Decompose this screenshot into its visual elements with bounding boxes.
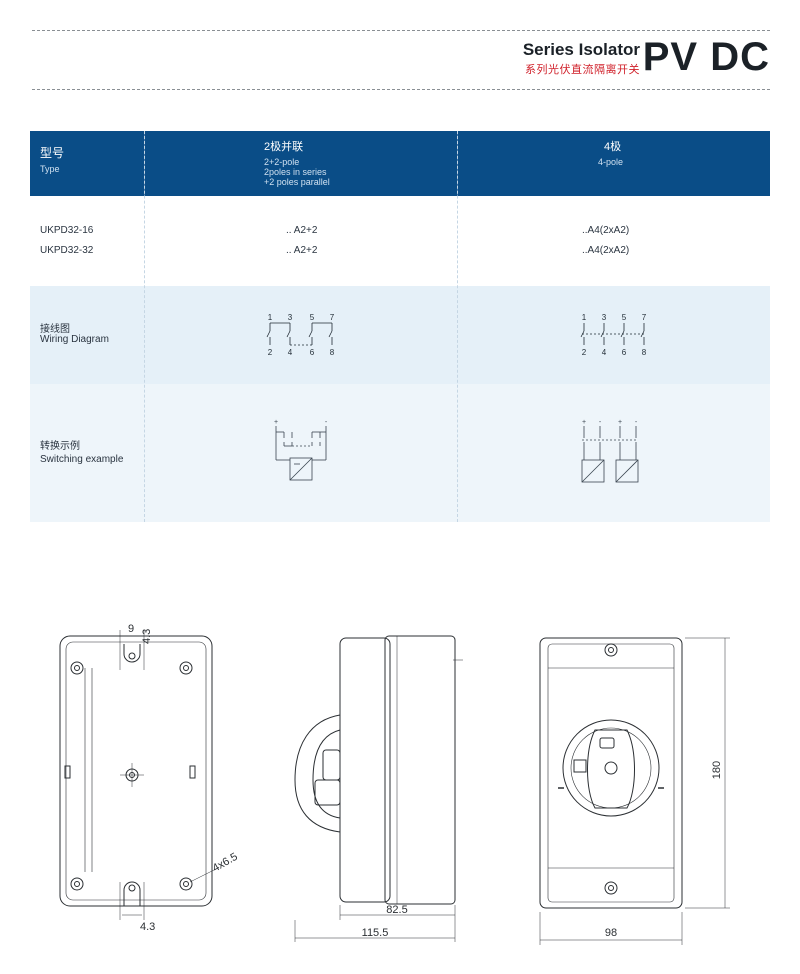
- wiring-2-top-1: 1: [582, 313, 587, 322]
- col2-value-1: ..A4(2xA2): [582, 225, 630, 236]
- wiring-1-bottom-4: 8: [330, 348, 335, 357]
- switching-label-en: Switching example: [40, 454, 124, 465]
- col1-value-2: .. A2+2: [286, 245, 318, 256]
- wiring-2-bottom-3: 6: [622, 348, 627, 357]
- col1-line-2: 2poles in series: [264, 167, 327, 177]
- back-dim-4-3-top: 4.3: [141, 629, 153, 644]
- header-subtitle-en: Series Isolator: [522, 40, 640, 59]
- header-subtitle-cn: 系列光伏直流隔离开关: [525, 64, 640, 76]
- col2-line-1: 4-pole: [598, 157, 624, 167]
- col-divider-1: [144, 131, 145, 522]
- wiring-diagram-2plus2: 1 3 5 7 2 4 6 8: [266, 313, 335, 357]
- col2-title: 4极: [604, 141, 622, 153]
- front-view-drawing: 180 98: [539, 637, 730, 945]
- wiring-1-top-4: 7: [330, 313, 335, 322]
- table-header: [30, 131, 770, 196]
- wiring-1-top-1: 1: [268, 313, 273, 322]
- back-dim-4-3-bottom: 4.3: [140, 921, 155, 933]
- front-dim-180: 180: [711, 761, 723, 779]
- side-view-drawing: 82.5 115.5: [294, 635, 463, 942]
- type-label-en: Type: [40, 164, 60, 174]
- col1-title: 2极并联: [264, 141, 304, 153]
- col1-value-1: .. A2+2: [286, 225, 318, 236]
- model-1: UKPD32-16: [40, 225, 94, 236]
- spec-table: 型号 Type 2极并联 2+2-pole 2poles in series +…: [30, 131, 770, 522]
- wiring-1-top-2: 3: [288, 313, 293, 322]
- header-divider: [32, 89, 770, 90]
- wiring-1-bottom-3: 6: [310, 348, 315, 357]
- front-dim-98: 98: [605, 927, 617, 939]
- wiring-2-top-3: 5: [622, 313, 627, 322]
- switching-2-plus-b: +: [618, 419, 622, 426]
- wiring-1-bottom-2: 4: [288, 348, 293, 357]
- col1-line-3: +2 poles parallel: [264, 177, 330, 187]
- type-label-cn: 型号: [40, 146, 65, 160]
- switching-2-minus-b: -: [635, 419, 638, 426]
- switching-example-2plus2: + -: [274, 419, 328, 481]
- col1-line-1: 2+2-pole: [264, 157, 300, 167]
- switching-label-cn: 转换示例: [40, 441, 80, 452]
- wiring-label-cn: 接线图: [40, 324, 70, 335]
- switching-1-minus: -: [325, 419, 328, 426]
- back-dim-9: 9: [128, 623, 134, 635]
- back-view-drawing: 9 4.3 4x6.5 4.3: [59, 623, 240, 933]
- wiring-2-top-4: 7: [642, 313, 647, 322]
- top-divider: [32, 30, 770, 31]
- wiring-diagram-4pole: 1 3 5 7 2 4 6 8: [580, 313, 647, 357]
- wiring-label-en: Wiring Diagram: [40, 334, 109, 345]
- switching-row-band: [30, 384, 770, 522]
- col-divider-2: [457, 131, 458, 522]
- switching-example-4pole: + - + -: [581, 419, 639, 483]
- wiring-2-bottom-2: 4: [602, 348, 607, 357]
- wiring-1-bottom-1: 2: [268, 348, 273, 357]
- switching-1-plus: +: [274, 419, 278, 426]
- side-dim-115-5: 115.5: [362, 927, 389, 939]
- side-dim-82-5: 82.5: [386, 904, 407, 916]
- wiring-row-band: [30, 286, 770, 384]
- switching-2-minus-a: -: [599, 419, 602, 426]
- col2-value-2: ..A4(2xA2): [582, 245, 630, 256]
- back-dim-4x6-5: 4x6.5: [211, 851, 240, 875]
- switching-2-plus-a: +: [582, 419, 586, 426]
- model-2: UKPD32-32: [40, 245, 94, 256]
- wiring-2-bottom-1: 2: [582, 348, 587, 357]
- wiring-2-bottom-4: 8: [642, 348, 647, 357]
- header-title: PV DC: [642, 35, 770, 79]
- wiring-1-top-3: 5: [310, 313, 315, 322]
- wiring-2-top-2: 3: [602, 313, 607, 322]
